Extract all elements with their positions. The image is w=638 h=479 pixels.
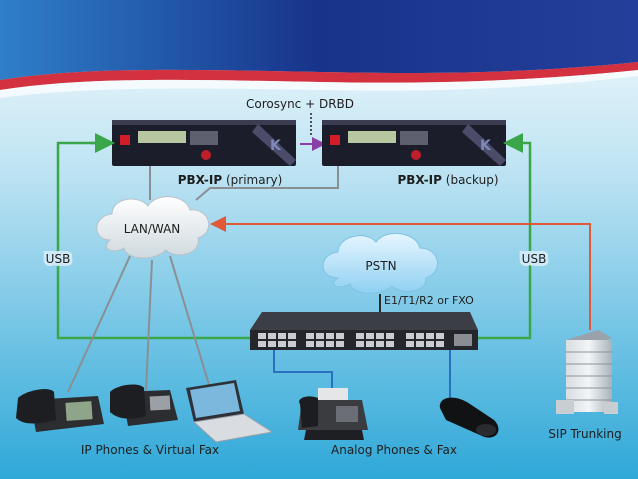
pbx-backup-lan-link — [195, 166, 339, 201]
lan-link-laptop — [169, 255, 211, 389]
header-banner — [0, 0, 638, 98]
pbx-backup-role: (backup) — [446, 173, 499, 187]
ip-phone-1 — [16, 389, 104, 432]
usb-link-left — [56, 141, 250, 340]
pbx-backup-name: PBX-IP — [397, 173, 442, 187]
pbx-backup-label: PBX-IP (backup) — [397, 173, 498, 187]
lan-wan-label: LAN/WAN — [124, 222, 181, 236]
top-label: Corosync + DRBD — [246, 97, 354, 111]
pstn-label: PSTN — [365, 259, 396, 273]
pbx-backup-server: K — [322, 120, 506, 166]
analog-phone — [439, 397, 499, 438]
usb-label-right: USB — [522, 252, 547, 266]
pstn-cloud: PSTN — [322, 233, 438, 294]
gateway-switch — [250, 312, 478, 350]
ip-phone-2 — [110, 384, 178, 426]
pbx-primary-name: PBX-IP — [178, 173, 223, 187]
sip-link — [212, 223, 591, 330]
sip-building — [556, 330, 618, 414]
pbx-primary-server: K — [112, 120, 296, 166]
laptop — [186, 380, 274, 443]
analog-link-fax — [273, 350, 333, 392]
fax-machine — [298, 388, 368, 440]
pbx-primary-role: (primary) — [226, 173, 282, 187]
usb-label-left: USB — [46, 252, 71, 266]
pbx-primary-label: PBX-IP (primary) — [178, 173, 283, 187]
trunk-types-label: E1/T1/R2 or FXO — [384, 294, 474, 307]
lan-wan-cloud: LAN/WAN — [96, 196, 210, 259]
sip-trunking-label: SIP Trunking — [548, 427, 621, 441]
lan-link-phone2 — [145, 259, 153, 391]
svg-text:K: K — [270, 138, 282, 154]
svg-text:K: K — [480, 138, 492, 154]
analog-phones-label: Analog Phones & Fax — [331, 443, 457, 457]
lan-link-phone1 — [67, 255, 131, 393]
ip-phones-label: IP Phones & Virtual Fax — [81, 443, 219, 457]
